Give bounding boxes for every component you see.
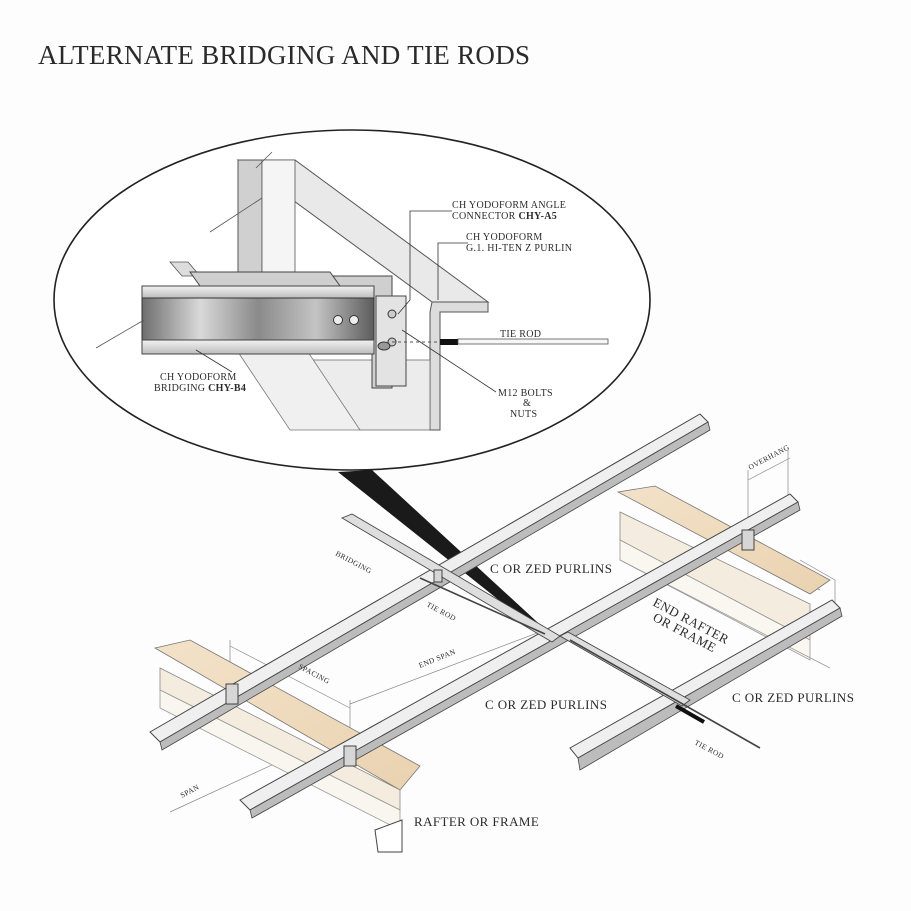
detail-callout: CH YODOFORM ANGLE CONNECTOR CHY-A5 CH YO… <box>53 129 651 636</box>
purlin-cleats <box>225 529 755 767</box>
label-bridging-1: CH YODOFORM <box>160 372 237 383</box>
label-bridging-2: BRIDGING CHY-B4 <box>154 383 246 394</box>
label-bolts-1: M12 BOLTS <box>498 388 553 399</box>
tie-rods <box>419 577 761 749</box>
label-tie-rod-left: TIE ROD <box>425 600 458 623</box>
label-tie-rod-right: TIE ROD <box>693 738 726 761</box>
label-bridging: BRIDGING <box>334 549 374 576</box>
purlin-2 <box>239 493 801 819</box>
label-purlin-2: G.1. HI-TEN Z PURLIN <box>466 243 572 254</box>
label-angle-connector-2: CONNECTOR CHY-A5 <box>452 211 557 222</box>
label-end-span: END SPAN <box>417 647 457 670</box>
page-title: ALTERNATE BRIDGING AND TIE RODS <box>38 40 531 70</box>
bridging-member <box>340 513 691 707</box>
label-bolts-2: & <box>523 398 531 409</box>
main-drawing: OVERHANG BRIDGING C OR ZED PURLINS TIE R… <box>149 413 854 853</box>
purlin-3 <box>569 599 843 771</box>
label-bolts-3: NUTS <box>510 409 537 420</box>
callout-pointer <box>338 470 548 636</box>
label-detail-tie-rod: TIE ROD <box>500 329 541 340</box>
label-angle-connector-1: CH YODOFORM ANGLE <box>452 200 566 211</box>
label-purlins-right: C OR ZED PURLINS <box>732 690 854 705</box>
label-rafter: RAFTER OR FRAME <box>414 814 539 829</box>
label-span: SPAN <box>179 782 201 799</box>
label-purlins-top: C OR ZED PURLINS <box>490 561 612 576</box>
label-spacing: SPACING <box>297 662 332 686</box>
label-overhang: OVERHANG <box>747 442 791 471</box>
label-purlins-mid: C OR ZED PURLINS <box>485 697 607 712</box>
purlin-1 <box>149 413 711 751</box>
label-purlin-1: CH YODOFORM <box>466 232 543 243</box>
detail-tie-rod <box>392 338 609 345</box>
